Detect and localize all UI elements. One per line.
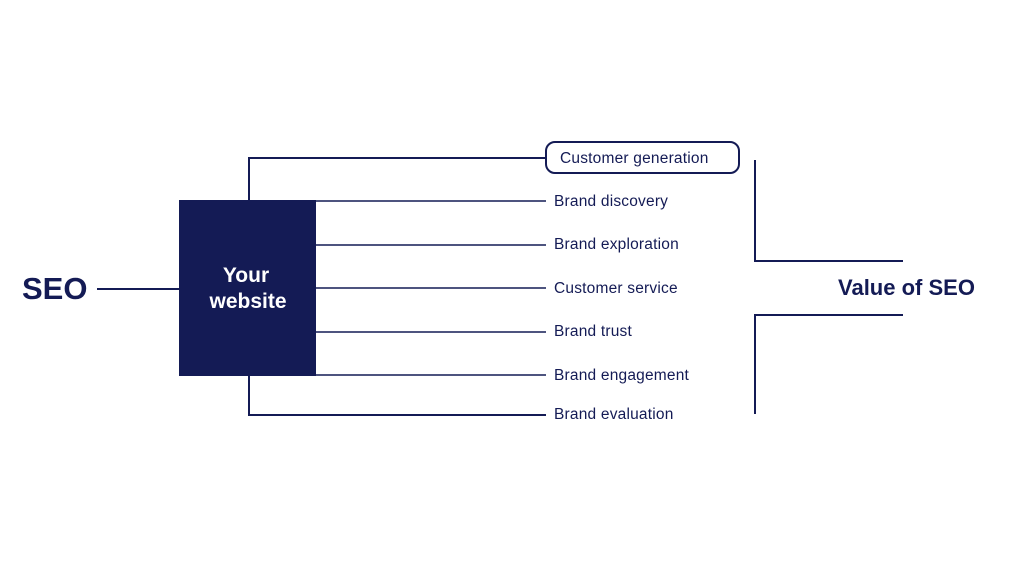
branch-label-brand-engagement: Brand engagement [554, 367, 690, 384]
right-bracket-top [754, 160, 903, 262]
your-website-label-line2: website [208, 290, 286, 313]
branch-label-customer-generation: Customer generation [560, 150, 709, 167]
highlighted-branch-box [545, 141, 740, 174]
branch-label-customer-service: Customer service [554, 280, 678, 297]
value-of-seo-label: Value of SEO [838, 275, 975, 300]
seo-label: SEO [22, 271, 87, 306]
right-bracket-bottom [754, 314, 903, 414]
branch-label-brand-exploration: Brand exploration [554, 236, 679, 253]
top-branch-connector [248, 157, 546, 200]
your-website-label-line1: Your [223, 264, 269, 287]
your-website-box [179, 200, 316, 376]
branch-label-brand-discovery: Brand discovery [554, 193, 668, 210]
branch-label-brand-trust: Brand trust [554, 323, 633, 340]
branch-label-brand-evaluation: Brand evaluation [554, 406, 674, 423]
bottom-branch-connector [248, 376, 546, 416]
